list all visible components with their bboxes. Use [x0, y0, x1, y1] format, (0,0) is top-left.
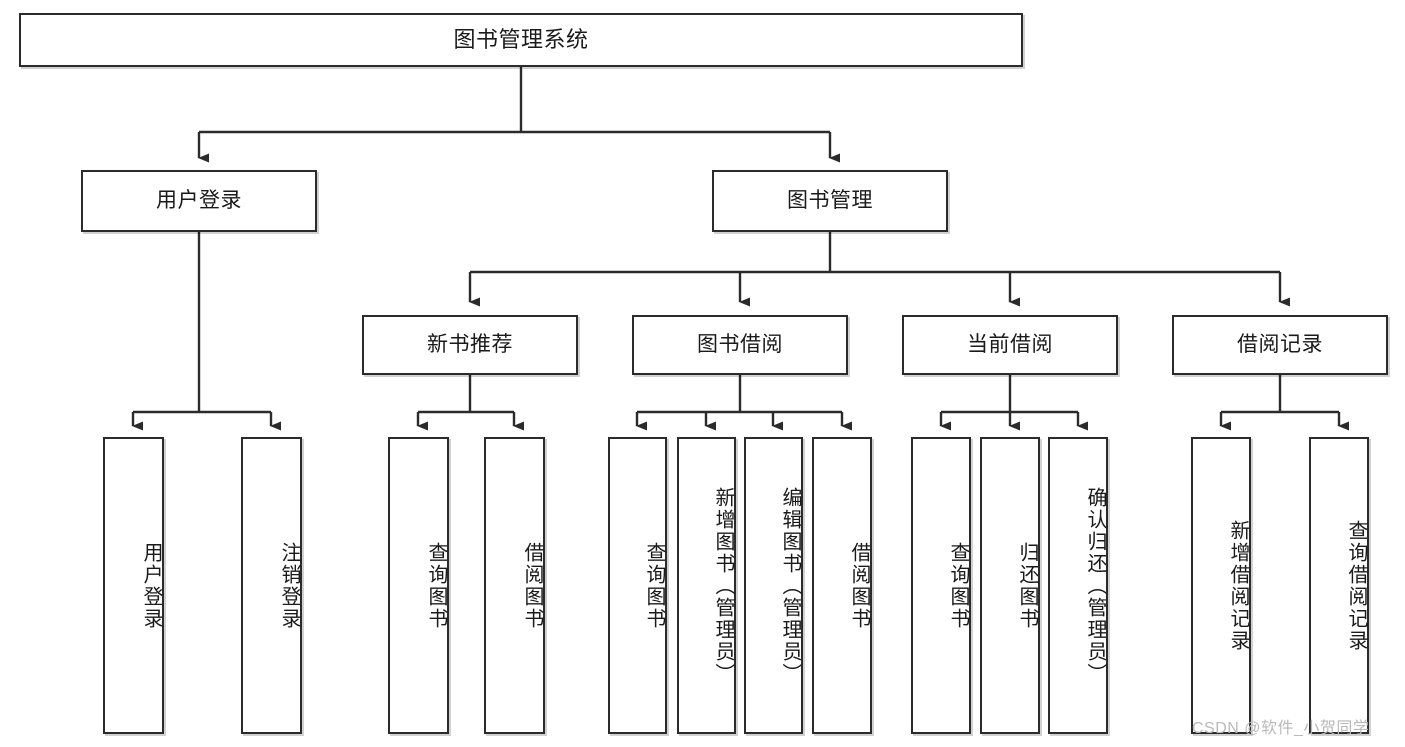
node-book-borrow-label: 图书借阅 — [697, 333, 783, 357]
node-root[interactable]: 图书管理系统 — [19, 13, 1023, 67]
leaf-label: 注销登录 — [278, 541, 300, 630]
leaf-user-login-logout[interactable]: 注销登录 — [241, 437, 302, 734]
leaf-borrow-record-add[interactable]: 新增借阅记录 — [1191, 437, 1251, 734]
leaf-borrow-record-query[interactable]: 查询借阅记录 — [1309, 437, 1369, 734]
leaf-label: 查询图书 — [947, 541, 969, 630]
node-new-book-recommend-label: 新书推荐 — [427, 333, 513, 357]
leaf-current-borrow-return[interactable]: 归还图书 — [980, 437, 1040, 734]
leaf-book-borrow-query[interactable]: 查询图书 — [608, 437, 667, 734]
leaf-label: 用户登录 — [140, 541, 162, 630]
node-root-label: 图书管理系统 — [453, 26, 589, 52]
leaf-label: 查询图书 — [425, 541, 447, 630]
node-book-management-label: 图书管理 — [787, 189, 873, 213]
node-book-management[interactable]: 图书管理 — [712, 170, 948, 232]
leaf-label: 借阅图书 — [848, 541, 870, 630]
node-user-login-label: 用户登录 — [156, 189, 242, 213]
node-book-borrow[interactable]: 图书借阅 — [632, 315, 848, 375]
leaf-label: 归还图书 — [1016, 541, 1038, 630]
leaf-new-book-borrow[interactable]: 借阅图书 — [484, 437, 545, 734]
leaf-label: 编辑图书（管理员） — [779, 486, 801, 685]
leaf-label: 借阅图书 — [521, 541, 543, 630]
leaf-label: 确认归还（管理员） — [1084, 486, 1106, 685]
leaf-book-borrow-borrow[interactable]: 借阅图书 — [812, 437, 872, 734]
leaf-label: 查询图书 — [643, 541, 665, 630]
leaf-new-book-query[interactable]: 查询图书 — [388, 437, 449, 734]
node-current-borrow-label: 当前借阅 — [967, 333, 1053, 357]
node-current-borrow[interactable]: 当前借阅 — [902, 315, 1118, 375]
leaf-current-borrow-confirm[interactable]: 确认归还（管理员） — [1048, 437, 1108, 734]
leaf-book-borrow-add[interactable]: 新增图书（管理员） — [677, 437, 736, 734]
node-user-login[interactable]: 用户登录 — [81, 170, 317, 232]
leaf-user-login-login[interactable]: 用户登录 — [103, 437, 164, 734]
leaf-label: 新增借阅记录 — [1227, 519, 1249, 652]
node-borrow-record-label: 借阅记录 — [1237, 333, 1323, 357]
leaf-label: 查询借阅记录 — [1345, 519, 1367, 652]
leaf-current-borrow-query[interactable]: 查询图书 — [911, 437, 971, 734]
node-new-book-recommend[interactable]: 新书推荐 — [362, 315, 578, 375]
watermark: CSDN @软件_小贺同学 — [1192, 720, 1370, 737]
node-borrow-record[interactable]: 借阅记录 — [1172, 315, 1388, 375]
leaf-label: 新增图书（管理员） — [712, 486, 734, 685]
leaf-book-borrow-edit[interactable]: 编辑图书（管理员） — [744, 437, 803, 734]
